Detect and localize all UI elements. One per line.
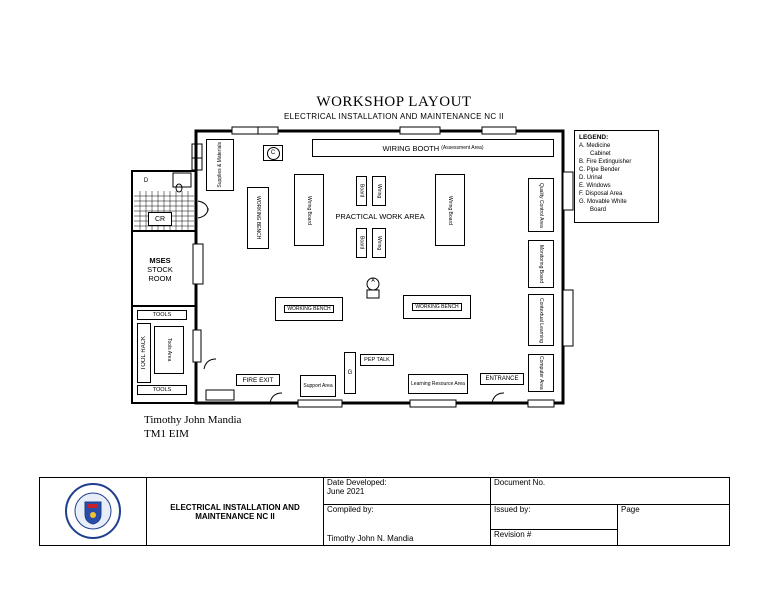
mark-d: D	[143, 178, 149, 184]
door-swing	[197, 200, 505, 404]
monitoring-board: Monitoring Board	[528, 240, 554, 288]
legend-item: A. Medicine	[579, 143, 611, 149]
diagram-subtitle: ELECTRICAL INSTALLATION AND MAINTENANCE …	[283, 112, 505, 121]
practical-work-area: PRACTICAL WORK AREA	[326, 213, 434, 220]
legend: LEGEND: A. Medicine Cabinet B. Fire Exti…	[574, 130, 659, 223]
wiring-booth: WIRING BOOTH (Assessment Area)	[312, 139, 554, 157]
pipe-bender: C	[263, 145, 283, 161]
legend-item: F. Disposal Area	[579, 191, 623, 197]
learning-resource-area: Learning Resource Area	[408, 374, 468, 394]
legend-item: Board	[590, 207, 607, 213]
movable-white-board: G	[344, 352, 356, 394]
issued-by: Issued by:	[490, 504, 618, 530]
wiring-board-right: Wiring Board	[435, 174, 465, 246]
revision-number: Revision #	[490, 528, 618, 547]
document-no: Document No.	[490, 476, 730, 506]
author-class: TM1 EIM	[144, 428, 189, 440]
sink-icon	[172, 172, 192, 188]
tools-bottom: TOOLS	[137, 385, 187, 395]
page-cell: Page	[617, 504, 730, 546]
toilet-icon	[175, 183, 183, 193]
window-icon	[192, 126, 574, 408]
deped-seal-cell	[39, 477, 147, 546]
supplies-area: Supplies & Materials	[206, 139, 234, 191]
legend-item: Cabinet	[590, 151, 611, 157]
tool-rack: TOOL RACK	[137, 323, 151, 383]
tools-top: TOOLS	[137, 310, 187, 320]
mark-a: A	[371, 278, 375, 284]
pep-talk: PEP TALK	[360, 354, 394, 366]
legend-item: E. Windows	[579, 183, 611, 189]
support-area: Support Area	[300, 375, 336, 397]
quality-control-area: Quality Control Area	[528, 178, 554, 232]
entrance: ENTRANCE	[480, 373, 524, 385]
working-bench-vertical: WORKING BENCH	[247, 187, 269, 249]
wiring-small: Wiring	[372, 228, 386, 258]
tools-area: Tools Area	[154, 326, 184, 374]
legend-item: G. Movable White	[579, 199, 627, 205]
cr-room: CR	[148, 212, 172, 226]
board-small: Board	[356, 228, 367, 258]
disposal-icon	[366, 289, 380, 299]
wiring-small: Wiring	[372, 176, 386, 206]
computer-area: Computer Area	[528, 354, 554, 392]
date-developed: Date Developed: June 2021	[323, 476, 491, 506]
legend-item: B. Fire Extinguisher	[579, 159, 632, 165]
contextual-learning: Contextual Learning	[528, 294, 554, 346]
working-bench-right: WORKING BENCH	[403, 295, 471, 319]
wiring-board-left: Wiring Board	[294, 174, 324, 246]
deped-seal-icon	[65, 482, 121, 539]
compiled-by: Compiled by: Timothy John N. Mandia	[323, 504, 491, 546]
course-name: ELECTRICAL INSTALLATION AND MAINTENANCE …	[146, 477, 324, 546]
cabinet-icon	[191, 157, 203, 171]
document-footer: ELECTRICAL INSTALLATION AND MAINTENANCE …	[39, 476, 730, 547]
diagram-title: WORKSHOP LAYOUT	[316, 94, 472, 110]
legend-item: D. Urinal	[579, 175, 603, 181]
mses-stock-room: MSES STOCK ROOM	[147, 256, 173, 283]
author-name: Timothy John Mandia	[144, 414, 242, 426]
legend-item: C. Pipe Bender	[579, 167, 620, 173]
working-bench-left: WORKING BENCH	[275, 297, 343, 321]
legend-list: A. Medicine Cabinet B. Fire Extinguisher…	[579, 142, 631, 214]
legend-heading: LEGEND:	[579, 134, 609, 141]
fire-exit: FIRE EXIT	[236, 374, 280, 386]
board-small: Board	[356, 176, 367, 206]
